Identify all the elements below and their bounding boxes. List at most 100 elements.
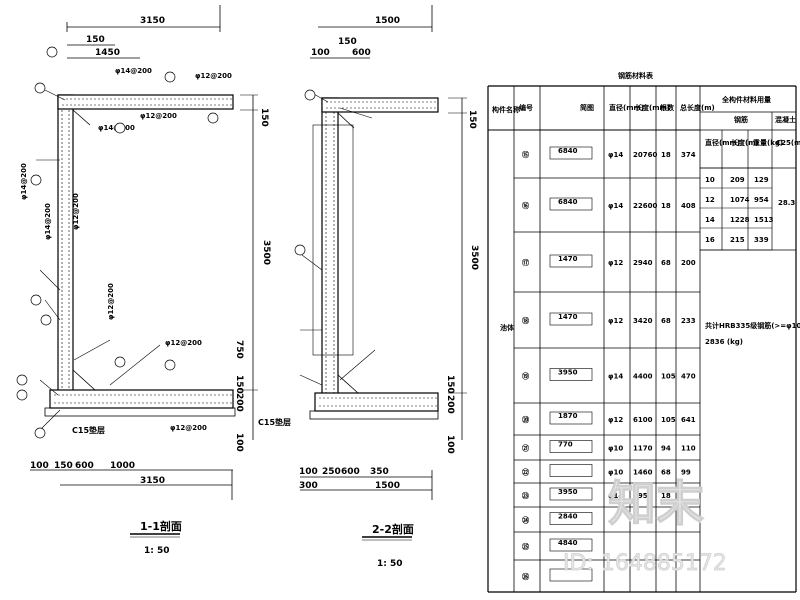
hdr-concrete: 混凝土 [775,115,796,124]
callout-circle [34,427,46,439]
dim-top-b-2: 600 [352,48,371,58]
summary-len: 209 [730,176,745,184]
dim-top-total-1: 3150 [140,16,165,26]
table-title: 钢筋材料表 [618,71,654,80]
row-shape: 1470 [558,255,578,263]
dim-top-total-2: 1500 [375,16,400,26]
callout-circle [114,122,126,134]
row-total: 374 [681,151,696,159]
summary-dia: 12 [705,196,715,204]
section-title-2: 2-2剖面 [372,522,414,536]
row-count: 105 [661,373,676,381]
dim-right-150-2: 150 [445,375,455,394]
row-count: 68 [661,469,671,477]
rebar-shape-sketch [549,487,593,501]
watermark-id: ID: 164885172 [563,551,727,576]
row-dia: φ12 [608,317,623,325]
row-count: 105 [661,416,676,424]
callout-circle [30,174,42,186]
dim-bottom-1000-1: 1000 [110,461,135,471]
watermark: 知末 ID: 164885172 [563,476,728,577]
rebar-shape-sketch [549,312,593,326]
part-name: 池体 [500,323,515,332]
row-num: ⑲ [522,372,529,381]
row-len: 2940 [633,259,653,267]
hdr-summary: 全构件材料用量 [721,95,771,104]
hdr-count: 根数 [660,103,675,112]
summary-dia: 10 [705,176,715,184]
row-len: 3420 [633,317,653,325]
rebar-shape-sketch [549,512,593,525]
row-total: 200 [681,259,696,267]
row-total: 641 [681,416,696,424]
row-shape: 6840 [558,198,578,206]
hdr-sub-c: C25(m³) [776,139,800,147]
row-total: 233 [681,317,696,325]
row-total: 408 [681,202,696,210]
bar-label-1h: φ12@200 [107,283,115,320]
dim-bottom-total-2: 1500 [375,481,400,491]
summary-wt: 129 [754,176,769,184]
callout-circle [40,314,52,326]
callout-circle [30,294,42,306]
hdr-sub-dia: 直径(mm) [705,138,740,147]
dim-bottom-600-1: 600 [75,461,94,471]
summary-wt: 954 [754,196,769,204]
bar-label-1b: φ12@200 [195,72,232,80]
rebar-shape-sketch [549,464,593,477]
callout-circle [304,89,316,101]
dim-bottom-350-2: 350 [370,467,389,477]
section-2-2 [299,5,467,541]
summary-dia: 14 [705,216,715,224]
row-dia: φ10 [608,469,623,477]
bar-label-1a: φ14@200 [115,67,152,75]
dim-top-a-2: 150 [338,37,357,47]
dim-right-100-2: 100 [445,435,455,454]
row-num: ⑱ [522,316,529,325]
rebar-shape-sketch [549,146,593,160]
hdr-shape: 简图 [580,103,594,112]
hdr-num: 编号 [519,103,533,112]
row-shape: 770 [558,441,573,449]
row-count: 68 [661,259,671,267]
row-shape: 4840 [558,539,578,547]
section-1-1 [30,5,258,538]
total-weight: 2836 (kg) [705,338,743,346]
callout-circle [164,71,176,83]
hdr-part: 构件名称 [492,105,520,114]
dim-bottom-250-2: 250 [322,467,341,477]
section-scale-2: 1: 50 [377,559,403,569]
row-shape: 2840 [558,513,578,521]
summary-len: 215 [730,236,745,244]
dim-right-top-1: 150 [259,108,269,127]
row-count: 68 [661,317,671,325]
bar-label-1j: φ12@200 [170,424,207,432]
dim-right-mid-2: 3500 [469,245,479,270]
row-num: ⑳ [522,415,529,424]
callout-markers [16,46,316,439]
row-len: 20760 [633,151,657,159]
section-2-2-text: 1500 150 600 100 150 3500 150 200 100 10… [258,16,479,569]
row-num: ㉓ [522,491,529,500]
row-total: 470 [681,373,696,381]
callout-circle [294,244,306,256]
label-c15-2: C15垫层 [258,417,291,427]
row-num: ㉑ [522,444,529,453]
summary-dia: 16 [705,236,715,244]
row-len: 22600 [633,202,657,210]
row-dia: φ14 [608,373,623,381]
dim-bottom-300-2: 300 [299,481,318,491]
row-count: 18 [661,151,671,159]
dim-top-100-2: 100 [311,48,330,58]
summary-wt: 339 [754,236,769,244]
hdr-sub-wt: 重量(kg) [753,138,783,147]
row-dia: φ12 [608,259,623,267]
hdr-steel: 钢筋 [734,115,748,124]
hdr-dia: 直径(mm) [609,103,644,112]
row-count: 18 [661,492,671,500]
row-count: 94 [661,445,671,453]
summary-wt: 1513 [754,216,774,224]
dim-right-mid-1: 3500 [261,240,271,265]
summary-len: 1074 [730,196,750,204]
